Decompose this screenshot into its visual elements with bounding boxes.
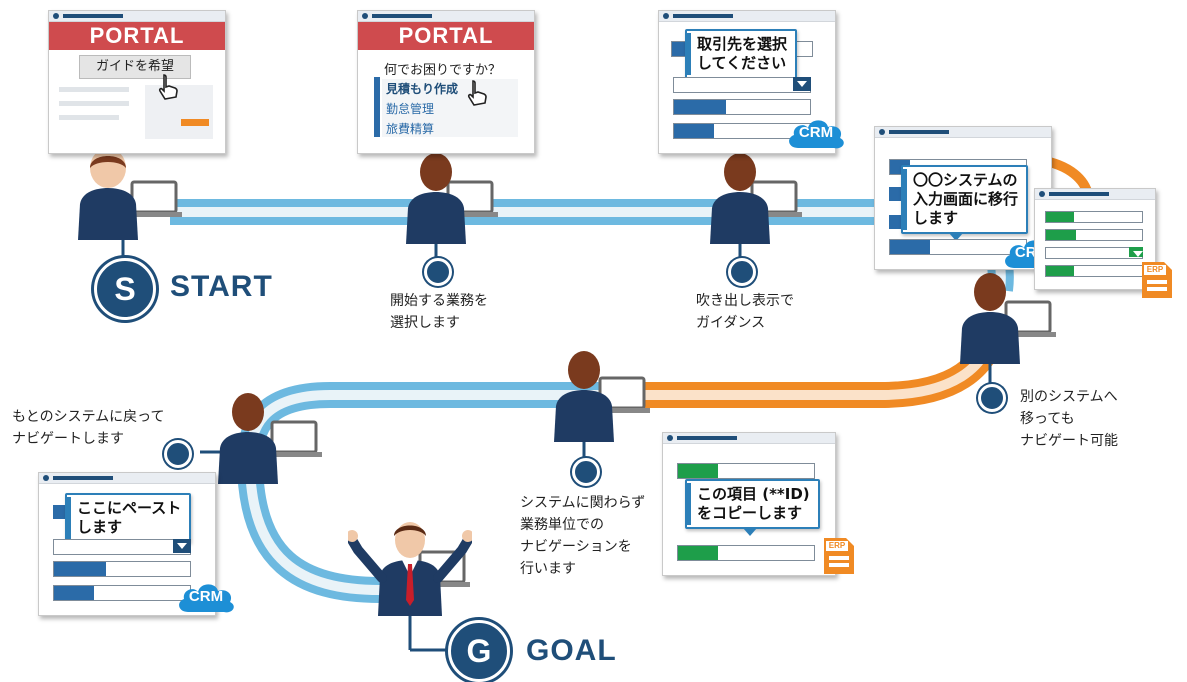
guide-request-button[interactable]: ガイドを希望	[79, 55, 191, 79]
input-field[interactable]	[889, 239, 1027, 255]
step-label-5: もとのシステムに戻ってナビゲートします	[12, 409, 165, 447]
menu-item-attendance[interactable]: 勤怠管理	[386, 102, 435, 116]
step-label-2: 吹き出し表示でガイダンス	[696, 293, 794, 331]
menu-item-travel-expense[interactable]: 旅費精算	[386, 122, 435, 136]
callout-line: します	[77, 518, 123, 536]
goal-label: GOAL	[526, 634, 617, 667]
menu-item-estimate[interactable]: 見積もり作成	[386, 82, 459, 96]
erp-document-icon: ERP	[1142, 262, 1172, 298]
paste-select[interactable]	[53, 539, 191, 555]
portal-header: PORTAL	[49, 22, 225, 50]
erp-select[interactable]	[1045, 247, 1143, 259]
guide-request-label: ガイドを希望	[95, 59, 174, 74]
person-step1	[406, 153, 466, 244]
input-field[interactable]	[53, 585, 191, 601]
step-node-1	[424, 258, 452, 286]
input-field[interactable]	[673, 123, 811, 139]
portal-header: PORTAL	[358, 22, 534, 50]
input-field[interactable]	[53, 561, 191, 577]
customer-select[interactable]	[673, 77, 811, 93]
callout-line: 〇〇システムの	[913, 171, 1018, 189]
callout-line: 入力画面に移行	[913, 190, 1019, 208]
guidance-callout-transition: 〇〇システムの 入力画面に移行 します	[901, 165, 1029, 241]
callout-line: してください	[697, 54, 787, 72]
person-step2	[710, 153, 770, 244]
crm-window-2: 〇〇システムの 入力画面に移行 します	[874, 126, 1052, 270]
crm-cloud-logo: CRM	[786, 116, 846, 150]
step-label-1: 開始する業務を選択します	[390, 293, 488, 331]
step-node-5	[164, 440, 192, 468]
input-field[interactable]	[1045, 265, 1143, 277]
person-goal	[348, 522, 472, 616]
input-field[interactable]	[673, 99, 811, 115]
step-label-3: 別のシステムへ移ってもナビゲート可能	[1020, 389, 1118, 449]
help-question: 何でお困りですか？	[384, 63, 502, 78]
callout-line: ここにペースト	[77, 499, 182, 517]
erp-window-copy: この項目 (**ID) をコピーします	[662, 432, 836, 576]
person-step5	[218, 393, 278, 484]
pointer-hand-icon	[467, 80, 487, 106]
person-step4	[554, 351, 614, 442]
crm-cloud-logo: CRM	[176, 580, 236, 614]
callout-line: この項目 (**ID)	[697, 485, 810, 503]
step-node-4	[572, 458, 600, 486]
step-label-4: システムに関わらず業務単位でのナビゲーションを行います	[520, 495, 646, 577]
person-confused	[78, 148, 138, 240]
guidance-callout-copy: この項目 (**ID) をコピーします	[685, 479, 820, 536]
erp-tag: ERP	[1144, 265, 1166, 275]
start-label: START	[170, 270, 273, 303]
step-node-2	[728, 258, 756, 286]
guidance-callout-paste: ここにペースト します	[65, 493, 192, 550]
erp-document-icon: ERP	[824, 538, 854, 574]
start-badge: S	[94, 258, 156, 320]
step-node-3	[978, 384, 1006, 412]
person-step3	[960, 273, 1020, 364]
guidance-callout-select: 取引先を選択 してください	[685, 29, 798, 86]
pointer-hand-icon	[158, 74, 178, 100]
crm-window-1: 取引先を選択 してください	[658, 10, 836, 154]
callout-line: 取引先を選択	[697, 35, 788, 53]
input-field[interactable]	[1045, 211, 1143, 223]
callout-line: をコピーします	[697, 504, 803, 522]
input-field[interactable]	[1045, 229, 1143, 241]
portal-window-1: PORTAL ガイドを希望	[48, 10, 226, 154]
callout-line: します	[913, 209, 959, 227]
input-field[interactable]	[677, 545, 815, 561]
erp-window-small	[1034, 188, 1156, 290]
input-field[interactable]	[677, 463, 815, 479]
goal-badge: G	[448, 620, 510, 682]
portal-window-2: PORTAL 何でお困りですか？ 見積もり作成 勤怠管理 旅費精算	[357, 10, 535, 154]
erp-tag: ERP	[826, 541, 848, 551]
